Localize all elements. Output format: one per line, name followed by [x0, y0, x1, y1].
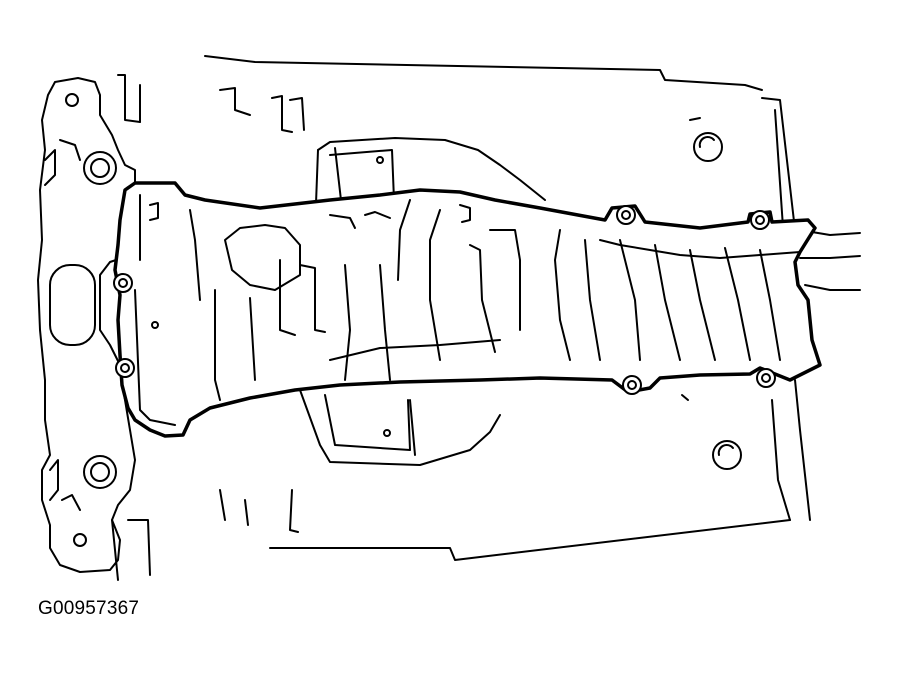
shield-bolt-bottom-mid	[622, 375, 642, 395]
left-frame-bracket	[37, 77, 136, 573]
shield-bolt-top-right	[750, 210, 770, 230]
shield-bolt-left-upper	[113, 273, 133, 293]
heat-shield	[113, 181, 822, 438]
floor-mount-circles	[693, 132, 742, 470]
shield-bolt-left-lower	[115, 358, 135, 378]
shield-bolt-bottom-right	[756, 368, 776, 388]
floor-panel	[204, 55, 811, 561]
left-rails	[111, 74, 151, 581]
figure-code-label: G00957367	[38, 598, 140, 619]
shield-bolt-top-mid	[616, 205, 636, 225]
shield-contours	[134, 194, 801, 426]
